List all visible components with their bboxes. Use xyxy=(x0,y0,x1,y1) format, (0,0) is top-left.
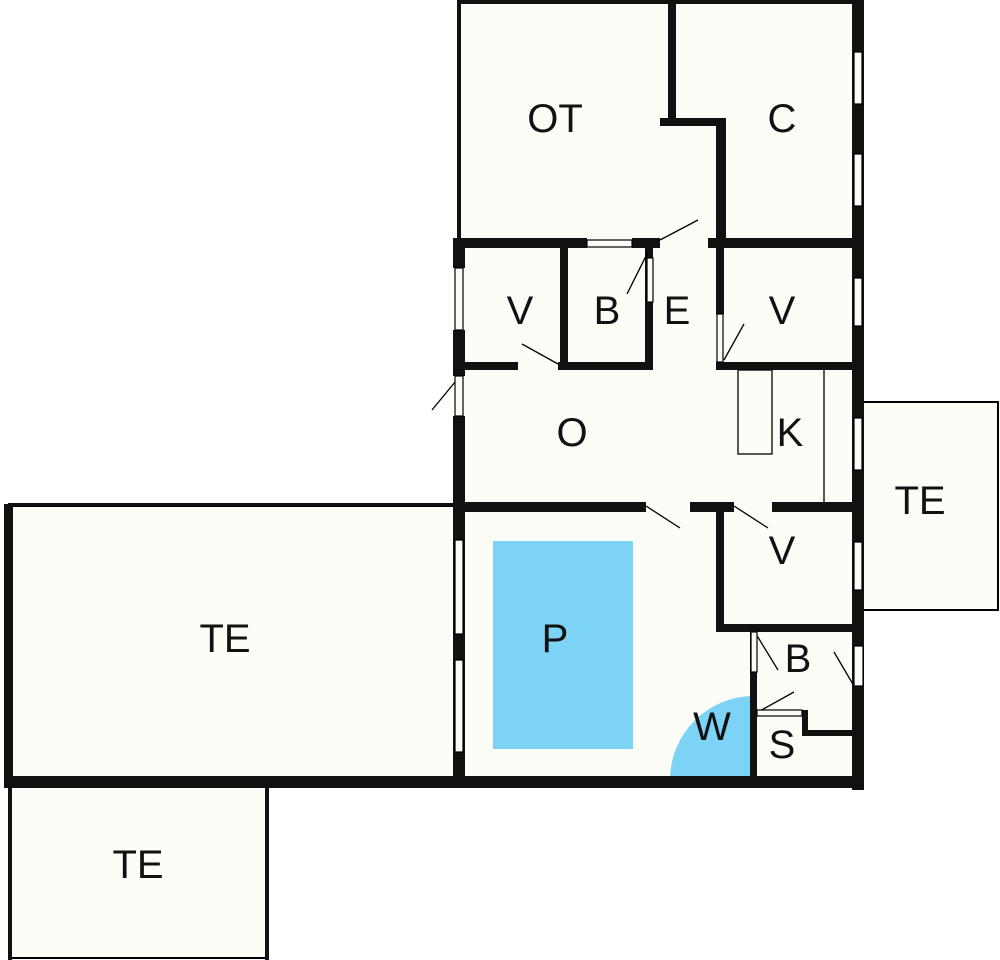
terrace-bottom-left xyxy=(9,785,269,959)
wall-ot-c-1 xyxy=(668,0,676,124)
window-right-3 xyxy=(853,277,863,327)
window-left-2 xyxy=(454,539,464,635)
wall-s-inner-b xyxy=(802,730,856,736)
label-c: C xyxy=(768,97,797,141)
house-upper-block xyxy=(458,2,858,242)
label-te-bottom-left: TE xyxy=(112,843,163,887)
label-s: S xyxy=(769,723,796,767)
door-b-right-gap xyxy=(853,645,864,687)
wall-b-e-divider xyxy=(645,244,653,370)
wall-v-right-bottom xyxy=(716,362,858,370)
door-b-lower xyxy=(755,633,779,671)
window-right-2 xyxy=(853,153,863,207)
kitchen-counter xyxy=(737,369,773,455)
wall-b-lower-left xyxy=(750,628,757,788)
label-e: E xyxy=(664,289,691,333)
terrace-left-large xyxy=(7,505,461,783)
pool xyxy=(493,541,633,749)
wall-o-bottom-a xyxy=(453,502,646,512)
door-v-upper-right xyxy=(723,323,745,361)
wall-v-b-divider xyxy=(560,244,568,370)
door-s-gap xyxy=(756,709,803,717)
window-right-5 xyxy=(853,541,863,591)
wall-ot-c-2 xyxy=(660,118,726,126)
label-b-lower: B xyxy=(785,637,812,681)
window-right-4 xyxy=(853,417,863,471)
window-b-top xyxy=(586,239,633,248)
wall-ot-left xyxy=(457,0,461,242)
label-v-lower: V xyxy=(769,529,796,573)
wall-te-bottom-left xyxy=(8,786,12,960)
wall-v-lower-bottom xyxy=(716,624,858,632)
wall-v-lower-left xyxy=(716,506,724,632)
wall-ot-c-3 xyxy=(716,118,726,244)
wall-te-top xyxy=(8,503,458,506)
wall-mid-top-b xyxy=(632,238,660,248)
wall-top xyxy=(458,0,860,4)
door-b-upper xyxy=(626,251,649,295)
label-k: K xyxy=(777,411,804,455)
wall-mid-top-c xyxy=(708,238,858,248)
window-right-1 xyxy=(853,51,863,105)
wall-te-left xyxy=(4,504,13,788)
door-v-upper-right-gap xyxy=(716,313,724,363)
wall-mid-top-a xyxy=(453,238,587,248)
door-b-right xyxy=(833,651,855,687)
wall-v-bottom-a xyxy=(458,362,518,370)
label-ot: OT xyxy=(527,97,583,141)
wall-bottom-main xyxy=(4,776,864,788)
label-v-upper-right: V xyxy=(769,289,796,333)
door-b-lower-gap xyxy=(750,631,758,673)
window-left-1 xyxy=(454,267,464,331)
label-b-upper: B xyxy=(594,289,621,333)
wall-b-bottom xyxy=(558,362,653,370)
door-e-top xyxy=(659,219,699,241)
door-v-lower xyxy=(733,505,769,529)
wellness-area xyxy=(670,696,752,778)
door-pool xyxy=(645,505,681,529)
label-o: O xyxy=(556,411,587,455)
label-w: W xyxy=(693,705,731,749)
wall-e-v-divider xyxy=(716,244,724,314)
door-s xyxy=(757,691,795,713)
door-v-upper-left xyxy=(521,343,559,365)
wall-left-a xyxy=(453,238,465,268)
label-v-upper-left: V xyxy=(507,289,534,333)
door-entry-gap xyxy=(454,375,464,417)
wall-s-inner-a xyxy=(802,710,808,736)
label-p: P xyxy=(542,617,569,661)
label-te-right: TE xyxy=(894,479,945,523)
window-e-left xyxy=(646,257,654,303)
window-left-3 xyxy=(454,659,464,753)
wall-te-bottom-right xyxy=(265,786,269,960)
label-te-left-large: TE xyxy=(199,617,250,661)
wall-o-bottom-c xyxy=(772,502,858,512)
wall-o-bottom-b xyxy=(690,502,734,512)
terrace-right xyxy=(861,401,999,611)
